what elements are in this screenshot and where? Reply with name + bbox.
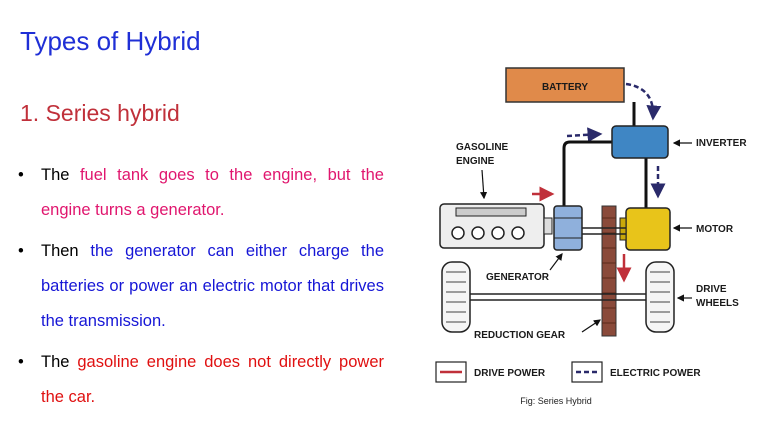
legend: DRIVE POWER ELECTRIC POWER xyxy=(435,361,701,383)
bullet-item: • Then the generator can either charge t… xyxy=(18,234,384,339)
electric-motor xyxy=(619,207,671,251)
gasoline-engine xyxy=(439,203,553,249)
reduction-gear-label: REDUCTION GEAR xyxy=(474,330,566,341)
label-pointer xyxy=(581,319,601,333)
engine-label-line2: ENGINE xyxy=(456,156,495,167)
electric-flow-arrow xyxy=(625,82,662,121)
figure-caption: Fig: Series Hybrid xyxy=(520,396,592,406)
drive-wheels-label-line1: DRIVE xyxy=(696,284,727,295)
right-wheel xyxy=(645,261,675,333)
slide-title: Types of Hybrid xyxy=(20,26,201,56)
drive-wheels-label-line2: WHEELS xyxy=(696,298,739,309)
generator xyxy=(553,205,583,251)
bullet-dot: • xyxy=(18,166,24,184)
bullet-lead-text: The xyxy=(41,166,80,184)
bullet-dot: • xyxy=(18,353,24,371)
inverter xyxy=(611,125,669,159)
motor-label: MOTOR xyxy=(696,224,734,235)
generator-label: GENERATOR xyxy=(486,272,550,283)
legend-electric-power: ELECTRIC POWER xyxy=(610,368,701,379)
legend-drive-power: DRIVE POWER xyxy=(474,368,546,379)
bullet-lead-text: The xyxy=(41,353,78,371)
bullet-list: • The fuel tank goes to the engine, but … xyxy=(18,158,384,421)
bullet-dot: • xyxy=(18,242,24,260)
bullet-highlight-text: gasoline engine does not directly power … xyxy=(41,353,384,406)
slide-subtitle: 1. Series hybrid xyxy=(20,100,180,126)
electric-flow-arrow xyxy=(566,127,603,143)
label-pointer xyxy=(549,253,563,271)
label-pointer xyxy=(479,169,488,200)
bullet-highlight-text: fuel tank goes to the engine, but the en… xyxy=(41,166,384,219)
series-hybrid-diagram: BATTERY INVERTER GASOLINE ENGINE GENERAT… xyxy=(435,67,747,406)
bullet-item: • The gasoline engine does not directly … xyxy=(18,345,384,415)
bullet-item: • The fuel tank goes to the engine, but … xyxy=(18,158,384,228)
engine-label-line1: GASOLINE xyxy=(456,142,509,153)
power-cable xyxy=(562,140,614,206)
reduction-gear xyxy=(601,205,617,337)
left-wheel xyxy=(441,261,471,333)
bullet-highlight-text: the generator can either charge the batt… xyxy=(41,242,384,330)
battery: BATTERY xyxy=(505,67,625,103)
battery-label: BATTERY xyxy=(542,82,588,93)
inverter-label: INVERTER xyxy=(696,138,747,149)
bullet-lead-text: Then xyxy=(41,242,91,260)
